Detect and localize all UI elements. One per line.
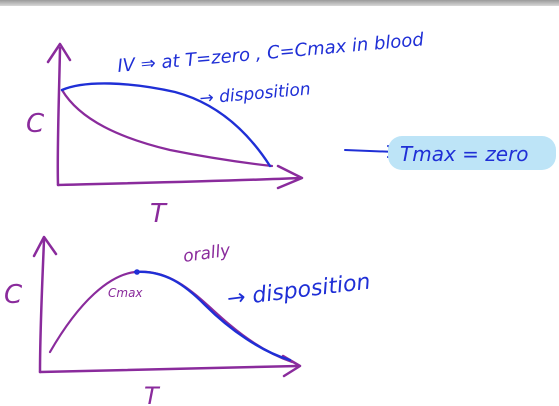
oral-cmax-label: Cmax [108, 286, 143, 300]
oral-y-axis [38, 238, 46, 374]
oral-blue-curve [133, 270, 292, 362]
oral-y-axis-arrowhead [32, 235, 58, 258]
window-top-bar [0, 0, 559, 6]
iv-result-text: Tmax = zero [400, 142, 529, 166]
iv-x-axis-arrowhead [276, 164, 304, 190]
oral-axis-t-label: T [144, 382, 161, 406]
oral-disposition-label: → disposition [226, 270, 372, 312]
iv-y-axis-arrowhead [46, 42, 72, 64]
oral-peak-dot [134, 269, 140, 275]
iv-axis-t-label: T [150, 199, 168, 229]
oral-orally-label: orally [182, 240, 233, 267]
oral-diagram: C T orally Cmax → disposition [4, 235, 372, 406]
iv-purple-curve [60, 88, 274, 168]
iv-result-highlight [388, 136, 556, 170]
iv-x-axis [56, 176, 302, 187]
oral-axis-c-label: C [4, 280, 23, 310]
iv-note: IV ⇒ at T=zero , C=Cmax in blood [117, 29, 426, 77]
iv-disposition-label: → disposition [199, 79, 312, 109]
iv-result-arrow [344, 149, 397, 153]
iv-diagram: C T IV ⇒ at T=zero , C=Cmax in blood → d… [26, 29, 556, 229]
oral-x-axis [38, 364, 300, 374]
iv-axis-c-label: C [26, 109, 45, 139]
iv-y-axis [56, 46, 62, 187]
iv-blue-curve [60, 82, 272, 168]
